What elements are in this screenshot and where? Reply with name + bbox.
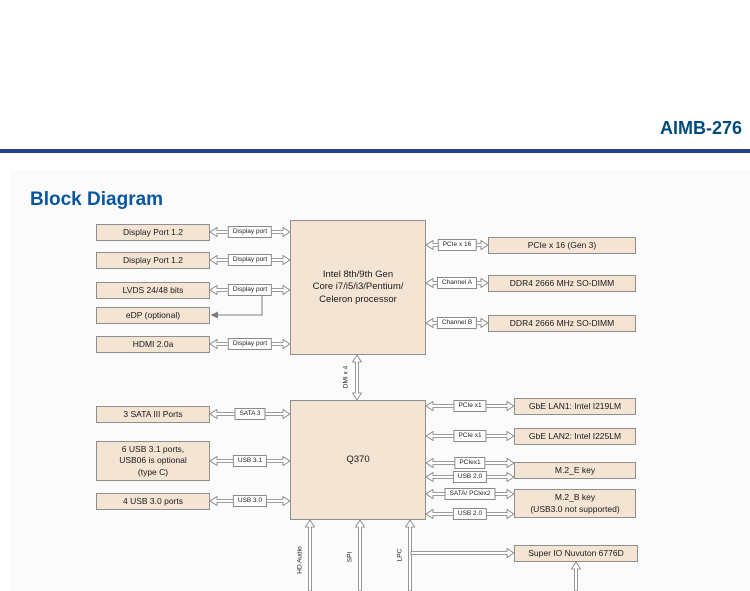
block-sata-ports: 3 SATA III Ports: [96, 406, 210, 423]
connector-label-pcie-x16: PCIe x 16: [437, 239, 477, 251]
block-lvds: LVDS 24/48 bits: [96, 282, 210, 299]
connector-label-usb30: USB 3.0: [232, 495, 268, 507]
connector-label-display-port-3: Display port: [227, 284, 273, 296]
block-cpu: Intel 8th/9th Gen Core i7/i5/i3/Pentium/…: [290, 220, 426, 355]
block-super-io: Super IO Nuvuton 6776D: [514, 545, 638, 562]
connector-label-usb20-m2b: USB 2.0: [452, 508, 488, 520]
connector-label-channel-b: Channel B: [436, 317, 478, 329]
connector-label-pcie-x1-lan2: PCIe x1: [453, 430, 487, 442]
connector-label-pcie-x1-lan1: PCIe x1: [453, 400, 487, 412]
block-pcie-x16-slot: PCIe x 16 (Gen 3): [488, 237, 636, 254]
block-edp: eDP (optional): [96, 307, 210, 324]
block-display-port-1: Display Port 1.2: [96, 224, 210, 241]
block-m2-e-key: M.2_E key: [514, 462, 636, 479]
connector-label-lpc: LPC: [396, 548, 404, 562]
connector-label-dmi: DMI x 4: [342, 365, 350, 389]
block-gbe-lan1: GbE LAN1: Intel I219LM: [514, 398, 636, 415]
connector-label-spi: SPI: [346, 551, 354, 563]
connector-label-channel-a: Channel A: [437, 277, 477, 289]
connector-label-usb20-m2e: USB 2.0: [452, 471, 488, 483]
block-ddr4-a: DDR4 2666 MHz SO-DIMM: [488, 275, 636, 292]
block-m2-b-key: M.2_B key (USB3.0 not supported): [514, 489, 636, 518]
connector-label-sata-pciex2: SATA/ PCIex2: [444, 488, 496, 500]
connector-label-display-port-1: Display port: [227, 226, 273, 238]
block-ddr4-b: DDR4 2666 MHz SO-DIMM: [488, 315, 636, 332]
connector-label-usb31: USB 3.1: [232, 455, 268, 467]
block-hdmi: HDMI 2.0a: [96, 336, 210, 353]
connector-label-pciex1-m2e: PCIex1: [454, 457, 486, 469]
header-rule: [0, 149, 750, 153]
connector-label-display-port-2: Display port: [227, 254, 273, 266]
connector-label-display-port-4: Display port: [227, 338, 273, 350]
connector-label-sata3: SATA 3: [234, 408, 266, 420]
block-usb31-ports: 6 USB 3.1 ports, USB06 is optional (type…: [96, 441, 210, 481]
product-title: AIMB-276: [659, 118, 742, 138]
block-gbe-lan2: GbE LAN2: Intel I225LM: [514, 428, 636, 445]
block-usb30-ports: 4 USB 3.0 ports: [96, 493, 210, 510]
page-title: Block Diagram: [30, 189, 164, 210]
connector-label-hd-audio: HD Audio: [296, 546, 304, 574]
block-pch: Q370: [290, 400, 426, 520]
block-display-port-2: Display Port 1.2: [96, 252, 210, 269]
